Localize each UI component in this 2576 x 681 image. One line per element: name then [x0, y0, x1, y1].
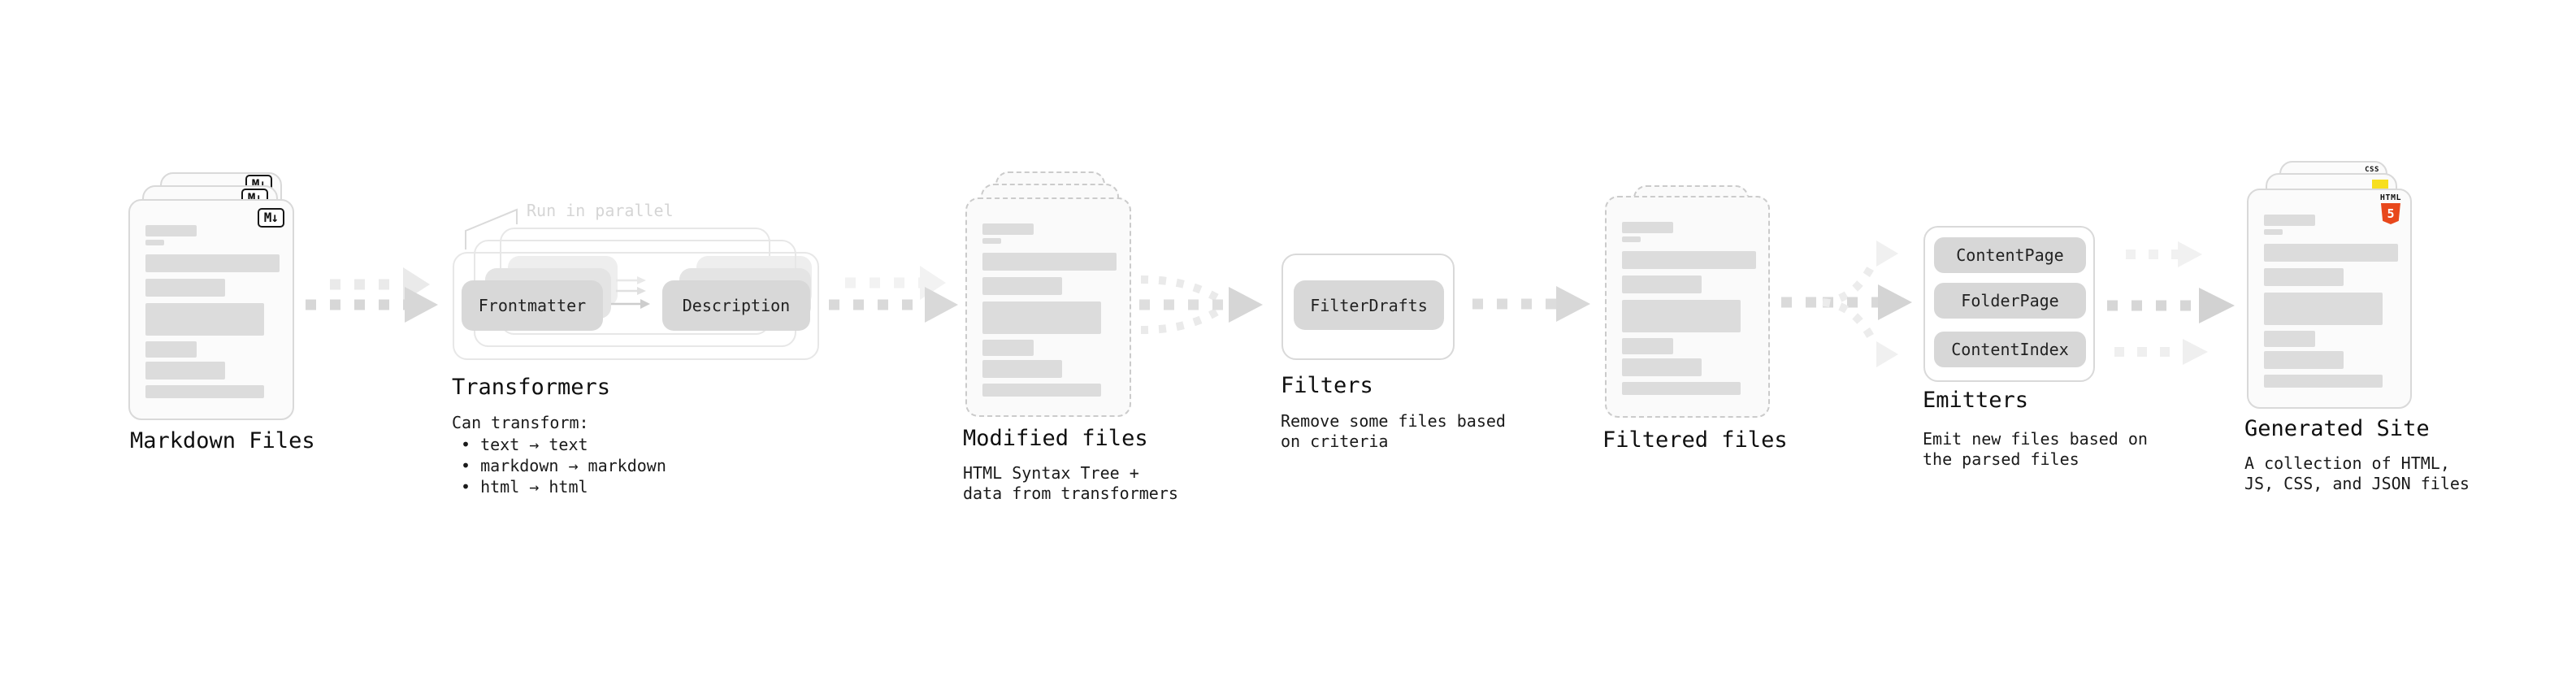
- text-line-placeholder: [982, 277, 1062, 295]
- caption-line: JS, CSS, and JSON files: [2244, 474, 2470, 493]
- text-line-placeholder: [145, 240, 164, 245]
- mini-transform-arrows-icon: [611, 276, 650, 309]
- bullet-item: • markdown → markdown: [461, 456, 666, 475]
- caption-line: A collection of HTML,: [2244, 453, 2450, 473]
- text-line-placeholder: [1622, 222, 1673, 233]
- markdown-icon: M↓: [257, 208, 284, 228]
- arrow-filters-to-filtered-icon: [1472, 286, 1590, 322]
- transformers-bullet-list: • text → text • markdown → markdown • ht…: [461, 434, 666, 497]
- transformers-title: Transformers: [452, 375, 611, 400]
- folderpage-pill: FolderPage: [1934, 283, 2086, 319]
- description-pill: Description: [662, 280, 810, 331]
- caption-line: HTML Syntax Tree +: [963, 463, 1139, 483]
- document-text-placeholder: [1622, 222, 1756, 395]
- text-line-placeholder: [1622, 382, 1741, 395]
- text-line-placeholder: [982, 360, 1062, 378]
- caption-line: data from transformers: [963, 484, 1178, 503]
- text-line-placeholder: [2264, 331, 2315, 347]
- modified-files-title: Modified files: [963, 426, 1148, 451]
- document-text-placeholder: [2264, 215, 2398, 388]
- document-text-placeholder: [145, 225, 280, 398]
- text-line-placeholder: [982, 253, 1117, 271]
- html-file-card: HTML 5: [2247, 189, 2412, 409]
- contentpage-pill: ContentPage: [1934, 237, 2086, 273]
- generated-site-caption: A collection of HTML, JS, CSS, and JSON …: [2244, 453, 2470, 494]
- text-line-placeholder: [1622, 358, 1702, 376]
- emitters-title: Emitters: [1923, 388, 2029, 413]
- text-line-placeholder: [1622, 275, 1702, 293]
- text-line-placeholder: [145, 362, 225, 380]
- filters-title: Filters: [1281, 373, 1373, 398]
- arrow-transformers-to-modified-icon: [829, 266, 958, 323]
- arrow-merge-modified-to-filters-icon: [1139, 275, 1263, 334]
- filterdrafts-pill: FilterDrafts: [1294, 280, 1444, 330]
- text-line-placeholder: [2264, 229, 2283, 235]
- text-line-placeholder: [2264, 215, 2315, 226]
- text-line-placeholder: [145, 303, 264, 336]
- text-line-placeholder: [982, 301, 1101, 334]
- run-in-parallel-label: Run in parallel: [527, 201, 674, 220]
- caption-line: the parsed files: [1923, 449, 2079, 469]
- emitters-caption: Emit new files based on the parsed files: [1923, 429, 2148, 470]
- filtered-files-title: Filtered files: [1602, 427, 1788, 453]
- bullet-item: • html → html: [461, 477, 588, 497]
- html5-logo-icon: HTML 5: [2380, 193, 2401, 224]
- html5-label: HTML: [2379, 193, 2401, 202]
- caption-line: Remove some files based: [1281, 411, 1506, 431]
- text-line-placeholder: [1622, 251, 1756, 269]
- text-line-placeholder: [1622, 236, 1641, 242]
- generated-site-title: Generated Site: [2244, 416, 2430, 441]
- frontmatter-pill: Frontmatter: [462, 280, 603, 331]
- arrow-emitters-to-site-icon: [2107, 241, 2235, 365]
- filters-caption: Remove some files based on criteria: [1281, 411, 1506, 452]
- text-line-placeholder: [1622, 338, 1673, 354]
- text-line-placeholder: [145, 254, 280, 272]
- transformer-layer-front: [453, 252, 819, 360]
- filtered-file-card-front: [1605, 196, 1770, 418]
- text-line-placeholder: [2264, 268, 2344, 286]
- bullet-item: • text → text: [461, 435, 588, 454]
- text-line-placeholder: [145, 385, 264, 398]
- text-line-placeholder: [982, 238, 1001, 244]
- html5-version: 5: [2387, 206, 2395, 221]
- annotation-leader-line: [465, 208, 518, 249]
- text-line-placeholder: [1622, 300, 1741, 332]
- text-line-placeholder: [982, 223, 1034, 235]
- arrow-fanout-filtered-to-emitters-icon: [1781, 241, 1912, 367]
- text-line-placeholder: [2264, 244, 2398, 262]
- text-line-placeholder: [982, 384, 1101, 397]
- text-line-placeholder: [2264, 293, 2383, 325]
- arrow-markdown-to-transformers-icon: [306, 267, 438, 323]
- modified-file-card-front: [965, 197, 1131, 417]
- modified-files-caption: HTML Syntax Tree + data from transformer…: [963, 463, 1178, 504]
- document-text-placeholder: [982, 223, 1117, 397]
- markdown-files-title: Markdown Files: [130, 428, 315, 453]
- css-label: CSS: [2365, 166, 2379, 174]
- text-line-placeholder: [2264, 351, 2344, 369]
- caption-line: Emit new files based on: [1923, 429, 2148, 449]
- html5-shield: 5: [2380, 203, 2400, 224]
- transformers-caption: Can transform:: [452, 413, 589, 432]
- javascript-file-icon: [2372, 180, 2388, 189]
- contentindex-pill: ContentIndex: [1934, 332, 2086, 367]
- markdown-file-card-front: M↓: [128, 199, 294, 420]
- text-line-placeholder: [145, 341, 197, 358]
- text-line-placeholder: [145, 225, 197, 236]
- text-line-placeholder: [145, 279, 225, 297]
- text-line-placeholder: [2264, 375, 2383, 388]
- caption-line: on criteria: [1281, 432, 1389, 451]
- text-line-placeholder: [982, 340, 1034, 356]
